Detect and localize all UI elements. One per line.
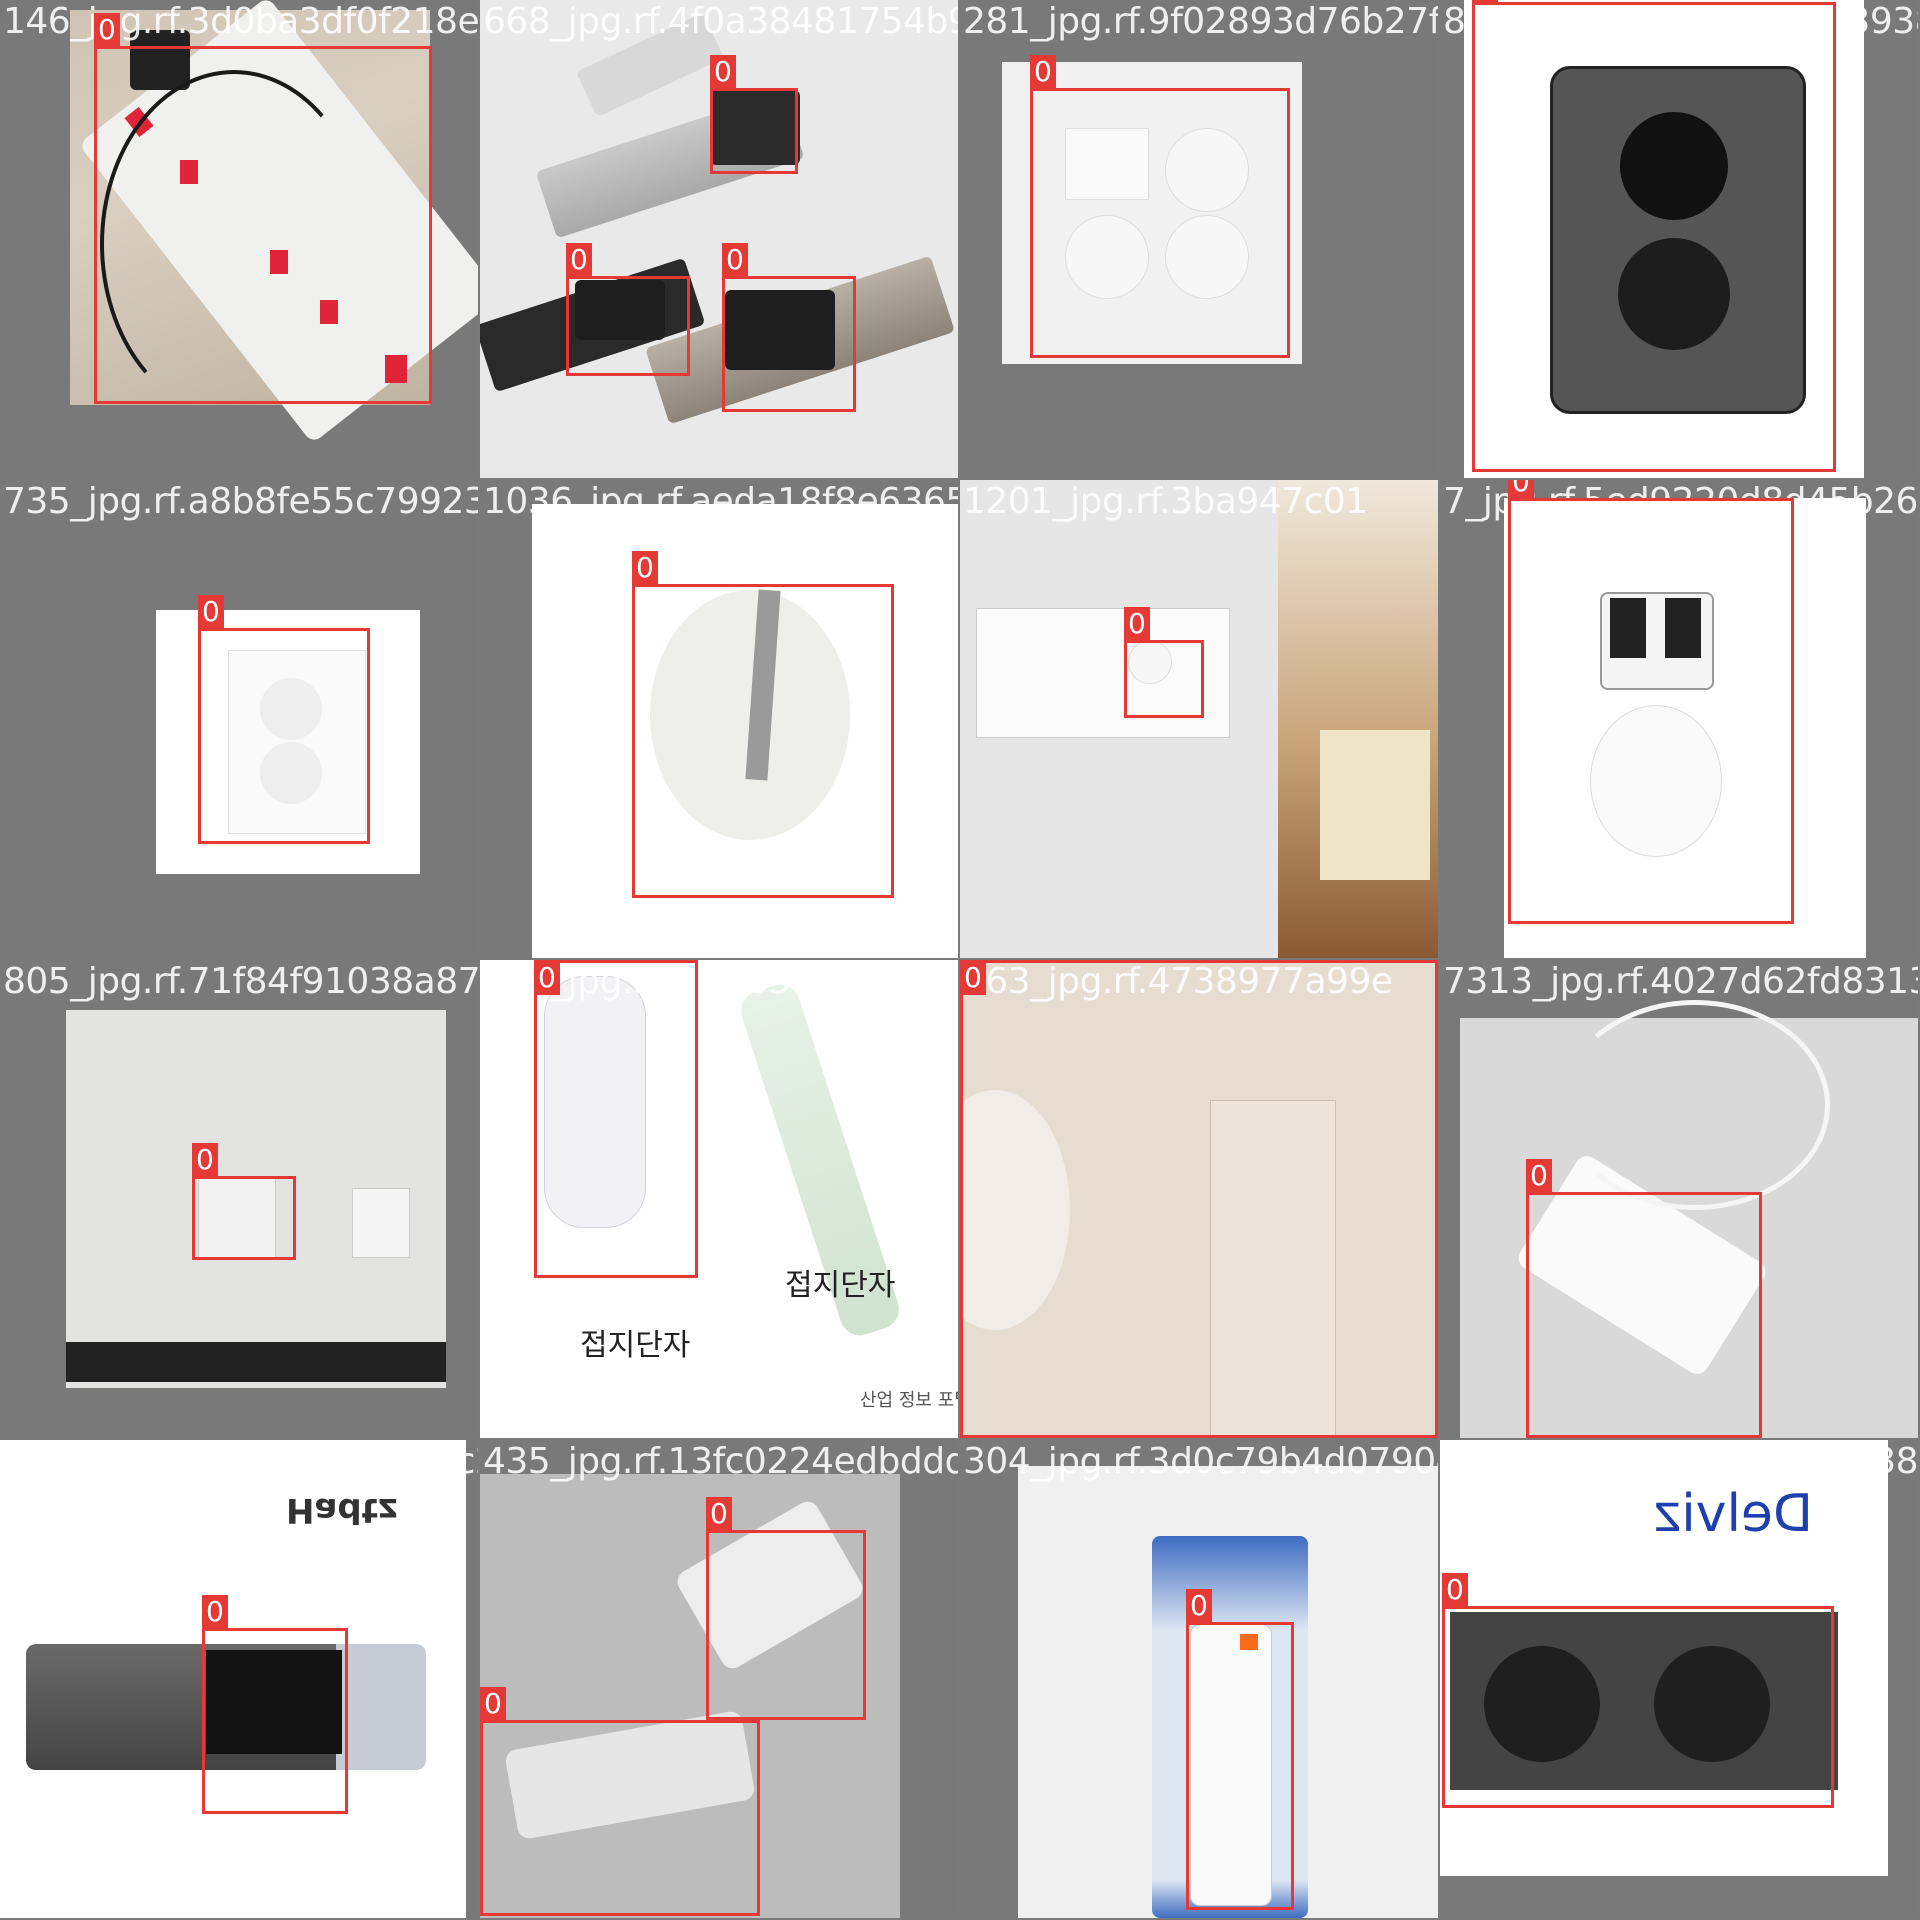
- bounding-box: 0: [1124, 607, 1204, 718]
- class-label: 0: [566, 243, 592, 277]
- class-label: 0: [960, 961, 986, 995]
- class-label: 0: [1526, 1159, 1552, 1193]
- class-label: 0: [202, 1595, 228, 1629]
- tile-4: 8_jpg.rf.0ff5958c318c13938 0: [1440, 0, 1918, 478]
- bounding-box: 0: [534, 960, 698, 1278]
- annotation-text: 접지단자: [785, 1268, 896, 1303]
- brand-logo-text: Delviz: [1654, 1484, 1813, 1544]
- tile-3: 281_jpg.rf.9f02893d76b27fd0 0: [960, 0, 1438, 478]
- class-label: 0: [1472, 0, 1498, 3]
- class-label: 0: [632, 551, 658, 585]
- watermark-text: 산업 정보 포털: [860, 1390, 958, 1411]
- class-label: 0: [1030, 55, 1056, 89]
- bounding-box: 0: [1472, 0, 1836, 472]
- bounding-box: 0: [1442, 1573, 1834, 1808]
- class-label: 0: [192, 1143, 218, 1177]
- class-label: 0: [1186, 1589, 1212, 1623]
- class-label: 0: [1442, 1573, 1468, 1607]
- filename-label: 805_jpg.rf.71f84f91038a875: [3, 961, 478, 1002]
- bounding-box: 0: [1508, 480, 1794, 924]
- tile-6: 1036_jpg.rf.aeda18f8e63659 0: [480, 480, 958, 958]
- class-label: 0: [198, 595, 224, 629]
- class-label: 0: [710, 55, 736, 89]
- bounding-box: 0: [1526, 1159, 1762, 1438]
- tile-12: 7313_jpg.rf.4027d62fd83136a17 0: [1440, 960, 1918, 1438]
- tile-11: 163_jpg.rf.4738977a99e 0: [960, 960, 1438, 1438]
- class-label: 0: [1124, 607, 1150, 641]
- filename-label: 7313_jpg.rf.4027d62fd83136a17: [1443, 961, 1918, 1002]
- class-label: 0: [706, 1497, 732, 1531]
- tile-9: 805_jpg.rf.71f84f91038a875 0: [0, 960, 478, 1438]
- bounding-box: 0: [566, 243, 690, 376]
- tile-1: 146_jpg.rf.3d0ba3df0f218e4 0: [0, 0, 478, 478]
- tile-14: 435_jpg.rf.13fc0224edbddd6f 0 0: [480, 1440, 958, 1918]
- bounding-box: 0: [1030, 55, 1290, 358]
- annotation-text: 접지단자: [580, 1328, 691, 1363]
- bounding-box: 0: [722, 243, 856, 412]
- bounding-box: 0: [202, 1595, 348, 1814]
- bounding-box: 0: [480, 1687, 760, 1916]
- class-label: 0: [722, 243, 748, 277]
- tile-15: 304_jpg.rf.3d0c79b4d07904 0: [960, 1440, 1438, 1918]
- tile-1-image: [70, 0, 478, 444]
- filename-label: 735_jpg.rf.a8b8fe55c79923f: [3, 481, 478, 522]
- bounding-box: 0: [710, 55, 798, 174]
- bounding-box: 0: [632, 551, 894, 898]
- class-label: 0: [534, 961, 560, 995]
- bounding-box: 0: [192, 1143, 296, 1260]
- class-label: 0: [1508, 480, 1534, 499]
- tile-10: 접지단자 접지단자 산업 정보 포털 690_jpg.rf.a93f05a416…: [480, 960, 958, 1438]
- tile-2: 668_jpg.rf.4f0a38481754b97 0 0 0: [480, 0, 958, 478]
- class-label: 0: [94, 13, 120, 47]
- brand-logo-text: Hadtz: [286, 1490, 398, 1530]
- tile-16: Delviz 6140_jpg.rf.a5335641d438569 0: [1440, 1440, 1918, 1918]
- tile-5: 735_jpg.rf.a8b8fe55c79923f 0: [0, 480, 478, 958]
- tile-8: 7_jpg.rf.5ed9220d8d45b26 0: [1440, 480, 1918, 958]
- bounding-box: 0: [198, 595, 370, 844]
- tile-7: 1201_jpg.rf.3ba947c01 0: [960, 480, 1438, 958]
- bounding-box: 0: [94, 13, 432, 404]
- bounding-box: 0: [960, 960, 1438, 1438]
- filename-label: 281_jpg.rf.9f02893d76b27fd0: [963, 1, 1438, 42]
- bounding-box: 0: [1186, 1589, 1294, 1910]
- class-label: 0: [480, 1687, 506, 1721]
- tile-13: Hadtz 719_jpg.rf.3429a1869b8bc2 0: [0, 1440, 478, 1918]
- bounding-box: 0: [706, 1497, 866, 1720]
